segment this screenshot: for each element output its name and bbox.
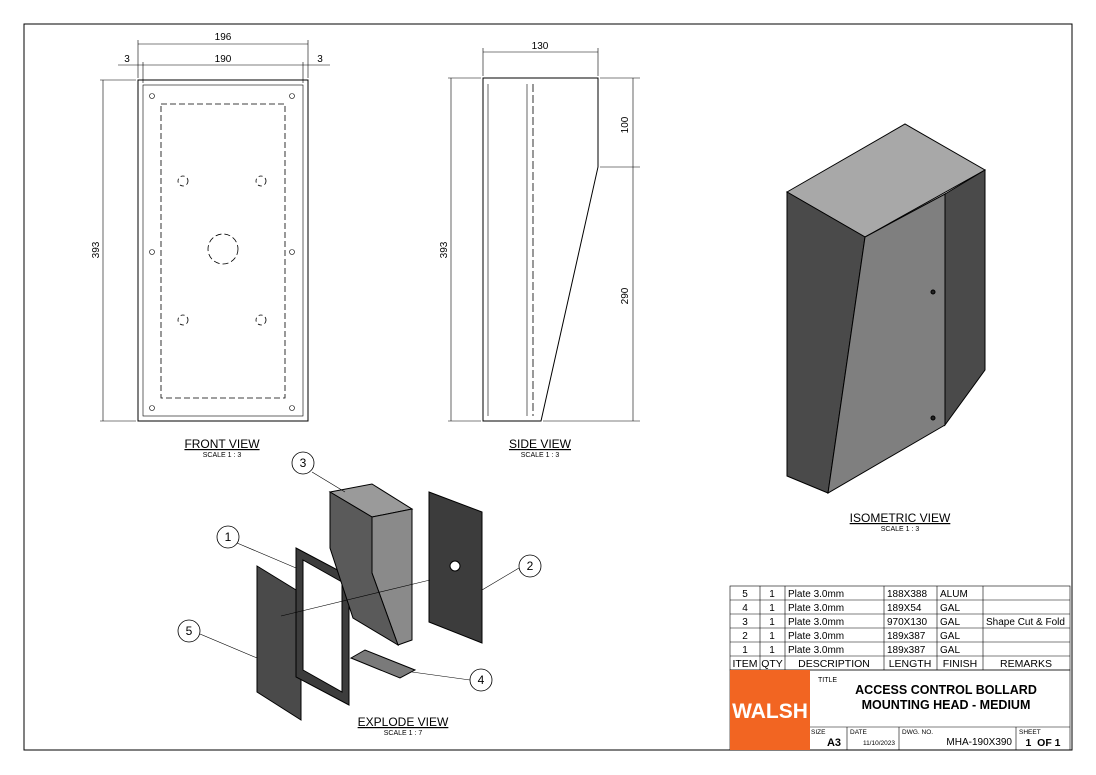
title-line-2: MOUNTING HEAD - MEDIUM: [862, 698, 1031, 712]
explode-view: 1 2 3 4 5 EXPLODE VIEW SCALE 1 : 7: [177, 451, 542, 737]
bom-row: 2 1 Plate 3.0mm 189x387 GAL: [742, 631, 960, 642]
side-view-label: SIDE VIEW: [509, 437, 572, 451]
svg-text:Plate 3.0mm: Plate 3.0mm: [788, 645, 844, 656]
walsh-logo: [730, 670, 810, 750]
balloon-2: 2: [527, 559, 534, 573]
svg-text:Shape Cut & Fold: Shape Cut & Fold: [986, 617, 1065, 628]
svg-text:REMARKS: REMARKS: [1000, 658, 1052, 670]
svg-text:1: 1: [769, 603, 775, 614]
part-3-side: [329, 491, 399, 647]
title-line-1: ACCESS CONTROL BOLLARD: [855, 683, 1037, 697]
front-view-scale: SCALE 1 : 3: [203, 452, 242, 459]
dim-inner-width: 190: [215, 54, 232, 65]
sheet-border: [23, 23, 1073, 751]
dim-left-margin: 3: [124, 54, 130, 65]
svg-text:189x387: 189x387: [887, 631, 926, 642]
svg-text:Plate 3.0mm: Plate 3.0mm: [788, 603, 844, 614]
svg-text:2: 2: [742, 631, 748, 642]
front-view-label: FRONT VIEW: [184, 437, 260, 451]
balloon-4: 4: [478, 673, 485, 687]
svg-text:Plate 3.0mm: Plate 3.0mm: [788, 589, 844, 600]
svg-text:4: 4: [742, 603, 748, 614]
svg-text:5: 5: [742, 589, 748, 600]
part-4-plate: [349, 649, 417, 679]
bom-row: 4 1 Plate 3.0mm 189X54 GAL: [742, 603, 960, 614]
bom-row: 5 1 Plate 3.0mm 188X388 ALUM: [742, 589, 968, 600]
svg-text:DESCRIPTION: DESCRIPTION: [798, 658, 870, 670]
title-label: TITLE: [818, 677, 837, 684]
center-hole: [207, 233, 239, 265]
svg-text:1: 1: [769, 617, 775, 628]
svg-text:1: 1: [769, 631, 775, 642]
dim-right-margin: 3: [317, 54, 323, 65]
svg-text:1: 1: [769, 645, 775, 656]
bom-row: 1 1 Plate 3.0mm 189x387 GAL: [742, 645, 960, 656]
logo-text: WALSH: [732, 700, 808, 723]
dim-depth: 130: [532, 41, 549, 52]
svg-text:189X54: 189X54: [887, 603, 922, 614]
dim-side-height: 393: [439, 241, 450, 258]
dim-height: 393: [91, 241, 102, 258]
balloon-3: 3: [300, 456, 307, 470]
isometric-view: ISOMETRIC VIEW SCALE 1 : 3: [785, 123, 987, 533]
svg-text:3: 3: [742, 617, 748, 628]
sheet-value: 1 OF 1: [1025, 737, 1060, 749]
front-view: 196 190 3 3 393 FRONT VIEW SCALE 1 : 3: [91, 32, 330, 459]
part-5-plate: [256, 565, 302, 721]
explode-view-label: EXPLODE VIEW: [358, 715, 449, 729]
svg-text:FINISH: FINISH: [943, 658, 977, 670]
svg-text:188X388: 188X388: [887, 589, 927, 600]
size-label: SIZE: [811, 729, 826, 736]
svg-text:QTY: QTY: [761, 658, 783, 670]
svg-text:1: 1: [769, 589, 775, 600]
svg-text:GAL: GAL: [940, 617, 960, 628]
dim-overall-width: 196: [215, 32, 232, 43]
size-value: A3: [827, 737, 841, 749]
isometric-view-scale: SCALE 1 : 3: [881, 526, 920, 533]
title-block: WALSH TITLE ACCESS CONTROL BOLLARD MOUNT…: [729, 669, 1071, 751]
balloon-1: 1: [225, 530, 232, 544]
bom-header: ITEM QTY DESCRIPTION LENGTH FINISH REMARKS: [732, 658, 1052, 670]
svg-text:ITEM: ITEM: [732, 658, 757, 670]
svg-text:1: 1: [742, 645, 748, 656]
date-label: DATE: [850, 729, 868, 736]
svg-text:ALUM: ALUM: [940, 589, 968, 600]
side-view-scale: SCALE 1 : 3: [521, 452, 560, 459]
svg-text:970X130: 970X130: [887, 617, 927, 628]
bom-row: 3 1 Plate 3.0mm 970X130 GAL Shape Cut & Fold: [742, 617, 1065, 628]
svg-text:GAL: GAL: [940, 645, 960, 656]
svg-text:189x387: 189x387: [887, 645, 926, 656]
balloon-5: 5: [186, 624, 193, 638]
isometric-view-label: ISOMETRIC VIEW: [850, 511, 951, 525]
svg-text:GAL: GAL: [940, 631, 960, 642]
dim-lower-height: 290: [620, 287, 631, 304]
explode-view-scale: SCALE 1 : 7: [384, 730, 423, 737]
dwg-no-label: DWG. NO.: [902, 729, 933, 736]
side-view: 130 100 290 393 SIDE VIEW SCALE 1 : 3: [439, 41, 640, 459]
svg-text:Plate 3.0mm: Plate 3.0mm: [788, 617, 844, 628]
svg-text:GAL: GAL: [940, 603, 960, 614]
svg-text:LENGTH: LENGTH: [889, 658, 932, 670]
date-value: 11/10/2023: [863, 740, 895, 747]
dwg-no-value: MHA-190X390: [946, 737, 1012, 748]
svg-text:Plate 3.0mm: Plate 3.0mm: [788, 631, 844, 642]
mounting-holes: [149, 93, 295, 411]
dim-top-height: 100: [620, 116, 631, 133]
sheet-label: SHEET: [1019, 729, 1041, 736]
